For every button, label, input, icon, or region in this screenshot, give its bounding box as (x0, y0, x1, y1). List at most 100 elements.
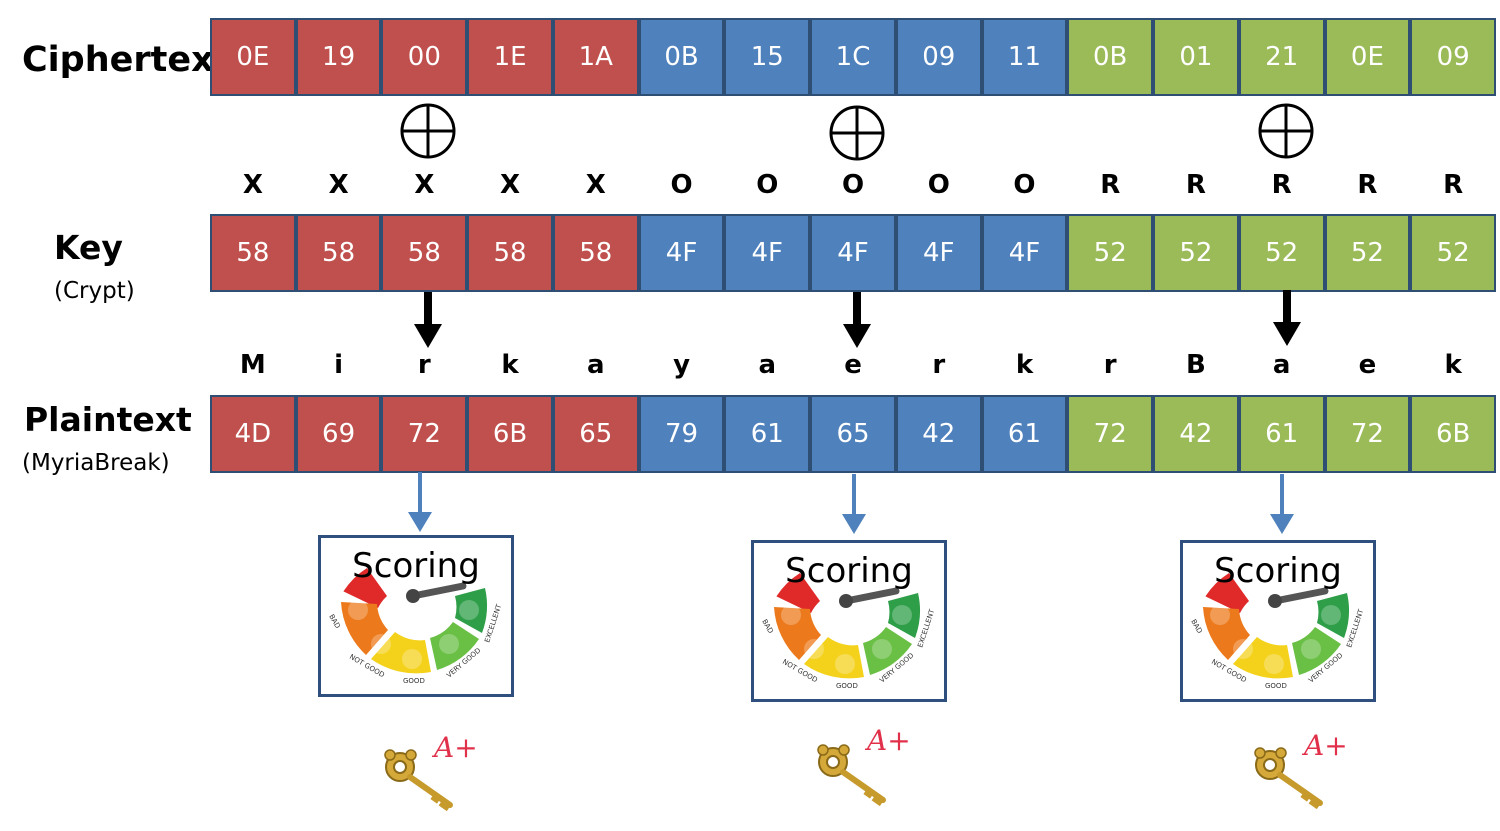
key-char: R (1185, 170, 1206, 200)
key-cell: 4F (981, 214, 1068, 292)
plaintext-cell: 72 (1324, 395, 1411, 473)
plaintext-cell: 69 (295, 395, 382, 473)
down-arrow-icon (414, 292, 442, 348)
gauge-label: BAD (327, 613, 341, 630)
ciphertext-cell: 19 (295, 18, 382, 96)
scoring-title: Scoring (352, 546, 480, 586)
key-cell: 58 (381, 214, 468, 292)
scoring-panel: Scoring BAD NOT GOOD GOOD VERY GOOD EXCE… (318, 535, 514, 697)
key-char: X (500, 170, 521, 200)
plaintext-cell: 6B (1410, 395, 1497, 473)
key-cell: 52 (1238, 214, 1325, 292)
key-reward: A+ (384, 731, 478, 812)
plain-char: a (587, 350, 605, 380)
plaintext-cell: 61 (1238, 395, 1325, 473)
ciphertext-cell: 1E (467, 18, 553, 96)
key-char: O (1013, 170, 1036, 200)
plaintext-cell: 61 (981, 395, 1068, 473)
key-cell: 52 (1324, 214, 1411, 292)
ciphertext-cell: 01 (1153, 18, 1239, 96)
key-icon (1254, 747, 1323, 810)
key-cell: 52 (1067, 214, 1154, 292)
gauge-label: BAD (760, 618, 774, 635)
key-cell: 4F (724, 214, 811, 292)
plain-char: B (1186, 350, 1206, 380)
gauge-label: GOOD (403, 677, 425, 685)
key-char-row: X X X X X O O O O O R R R R R (210, 170, 1496, 200)
key-cell: 58 (467, 214, 553, 292)
key-cell: 4F (895, 214, 982, 292)
ciphertext-cell: 0E (1324, 18, 1411, 96)
scoring-title: Scoring (785, 551, 913, 591)
key-reward: A+ (1254, 729, 1348, 810)
grade-label: A+ (864, 724, 911, 757)
key-char: O (927, 170, 950, 200)
scoring-title: Scoring (1214, 551, 1342, 591)
key-row: 58 58 58 58 58 4F 4F 4F 4F 4F 52 52 52 5… (210, 214, 1497, 292)
plain-char: a (1272, 350, 1291, 380)
plaintext-cell: 42 (1153, 395, 1239, 473)
plaintext-cell: 79 (638, 395, 725, 473)
ciphertext-cell: 09 (895, 18, 982, 96)
gauge-label: GOOD (836, 682, 858, 690)
grade-label: A+ (431, 731, 478, 764)
key-char: X (414, 170, 435, 200)
plaintext-cell: 61 (724, 395, 811, 473)
plain-char: k (1444, 350, 1462, 380)
key-cell: 52 (1153, 214, 1239, 292)
key-char: X (585, 170, 606, 200)
gauge-icon: BAD NOT GOOD GOOD VERY GOOD EXCELLENT (327, 568, 503, 685)
plain-char: r (417, 350, 431, 380)
key-cell: 58 (210, 214, 296, 292)
gauge-label: GOOD (1265, 682, 1287, 690)
plaintext-sublabel: (MyriaBreak) (22, 450, 170, 476)
plain-char: M (239, 350, 266, 380)
plain-char: y (673, 350, 691, 380)
key-char: O (670, 170, 693, 200)
key-char: R (1357, 170, 1378, 200)
grade-label: A+ (1301, 729, 1348, 762)
key-cell: 4F (810, 214, 896, 292)
ciphertext-cell: 0E (210, 18, 296, 96)
plaintext-cell: 42 (895, 395, 982, 473)
key-char: R (1271, 170, 1292, 200)
key-char: O (756, 170, 779, 200)
scoring-panel: Scoring BAD NOT GOOD GOOD VERY GOOD EXCE… (1180, 540, 1376, 702)
key-char: R (1100, 170, 1121, 200)
xor-icon (829, 105, 885, 161)
down-arrow-icon (842, 474, 866, 534)
plaintext-cell: 65 (552, 395, 639, 473)
plain-char-row: M i r k a y a e r k r B a e k (210, 350, 1496, 380)
plain-char: a (758, 350, 777, 380)
ciphertext-row: 0E 19 00 1E 1A 0B 15 1C 09 11 0B 01 21 0… (210, 18, 1497, 96)
gauge-icon: BAD NOT GOOD GOOD VERY GOOD EXCELLENT (760, 573, 936, 690)
plaintext-row: 4D 69 72 6B 65 79 61 65 42 61 72 42 61 7… (210, 395, 1497, 473)
plain-char: k (1015, 350, 1034, 380)
key-char: R (1443, 170, 1464, 200)
plaintext-cell: 72 (1067, 395, 1154, 473)
key-cell: 4F (638, 214, 725, 292)
ciphertext-cell: 00 (381, 18, 468, 96)
key-char: X (328, 170, 349, 200)
key-icon (384, 749, 453, 812)
key-label: Key (54, 228, 123, 267)
xor-icon (400, 103, 456, 159)
down-arrow-icon (1273, 290, 1301, 346)
key-cell: 52 (1410, 214, 1497, 292)
plaintext-cell: 65 (810, 395, 896, 473)
plaintext-cell: 6B (467, 395, 553, 473)
gauge-label: BAD (1189, 618, 1203, 635)
xor-icon (1258, 103, 1314, 159)
down-arrow-icon (843, 292, 871, 348)
key-char: X (242, 170, 263, 200)
ciphertext-label: Ciphertext (22, 40, 231, 80)
plain-char: e (844, 350, 862, 380)
key-cell: 58 (295, 214, 382, 292)
down-arrow-icon (1270, 474, 1294, 534)
plaintext-label: Plaintext (24, 400, 192, 439)
ciphertext-cell: 1A (552, 18, 639, 96)
key-icon (817, 744, 886, 807)
ciphertext-cell: 09 (1410, 18, 1497, 96)
key-cell: 58 (552, 214, 639, 292)
ciphertext-cell: 15 (724, 18, 811, 96)
